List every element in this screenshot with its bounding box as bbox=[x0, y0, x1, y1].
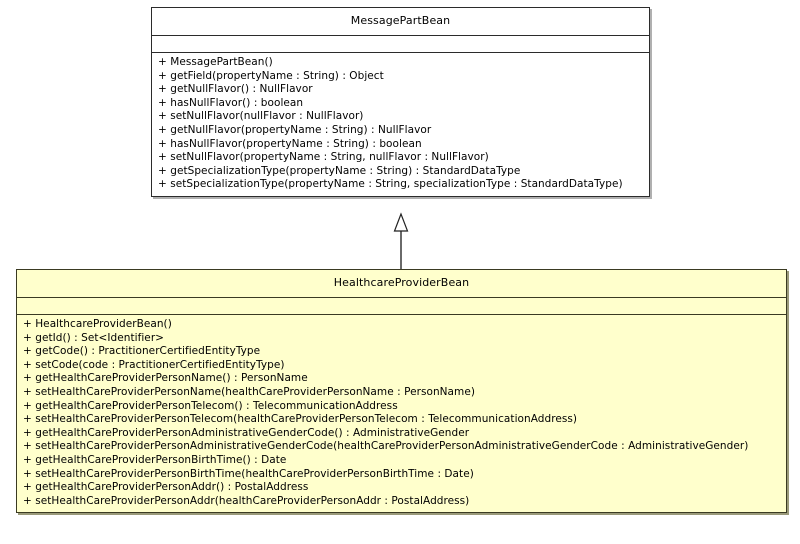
operation-row: + MessagePartBean() bbox=[158, 56, 273, 68]
operation-row: + setHealthCareProviderPersonBirthTime(h… bbox=[23, 467, 474, 480]
operation-row: + getHealthCareProviderPersonBirthTime()… bbox=[23, 453, 287, 466]
class-name-message-part-bean: MessagePartBean bbox=[350, 14, 451, 27]
operation-row: + setHealthCareProviderPersonTelecom(hea… bbox=[23, 413, 578, 426]
class-divider bbox=[17, 297, 786, 298]
operation-row: + getHealthCareProviderPersonAdministrat… bbox=[23, 426, 470, 439]
class-attributes-compartment bbox=[152, 36, 649, 52]
operation-row: + HealthcareProviderBean() bbox=[23, 318, 172, 330]
class-name-healthcare-provider-bean: HealthcareProviderBean bbox=[333, 276, 470, 289]
class-box-message-part-bean[interactable]: MessagePartBean + MessagePartBean() + ge… bbox=[151, 7, 650, 197]
class-divider bbox=[152, 52, 649, 53]
operation-row: + getHealthCareProviderPersonTelecom() :… bbox=[23, 399, 398, 412]
operation-row: + setHealthCareProviderPersonName(health… bbox=[23, 385, 475, 398]
operation-row: + getSpecializationType(propertyName : S… bbox=[158, 164, 521, 177]
operation-row: + hasNullFlavor() : boolean bbox=[158, 96, 304, 109]
operation-row: + getHealthCareProviderPersonAddr() : Po… bbox=[23, 481, 309, 494]
class-divider bbox=[152, 35, 649, 36]
operation-row: + getNullFlavor(propertyName : String) :… bbox=[158, 123, 432, 136]
operation-row: + getHealthCareProviderPersonName() : Pe… bbox=[23, 372, 308, 385]
operation-row: + getField(propertyName : String) : Obje… bbox=[158, 69, 384, 82]
generalization-hollow-triangle-icon bbox=[393, 212, 409, 232]
class-operations-compartment: + HealthcareProviderBean() + getId() : S… bbox=[17, 315, 786, 512]
operation-row: + setNullFlavor(propertyName : String, n… bbox=[158, 151, 489, 164]
operation-row: + setHealthCareProviderPersonAdministrat… bbox=[23, 440, 749, 453]
operation-row: + getId() : Set<Identifier> bbox=[23, 331, 165, 344]
operation-row: + getNullFlavor() : NullFlavor bbox=[158, 83, 313, 96]
class-operations-compartment: + MessagePartBean() + getField(propertyN… bbox=[152, 53, 649, 196]
operation-row: + setSpecializationType(propertyName : S… bbox=[158, 178, 623, 191]
operation-row: + setCode(code : PractitionerCertifiedEn… bbox=[23, 358, 285, 371]
operation-row: + getCode() : PractitionerCertifiedEntit… bbox=[23, 345, 261, 358]
operation-row: + hasNullFlavor(propertyName : String) :… bbox=[158, 137, 422, 150]
class-attributes-compartment bbox=[17, 298, 786, 314]
operation-row: + setNullFlavor(nullFlavor : NullFlavor) bbox=[158, 110, 364, 123]
class-box-healthcare-provider-bean[interactable]: HealthcareProviderBean + HealthcareProvi… bbox=[16, 269, 787, 514]
operation-row: + setHealthCareProviderPersonAddr(health… bbox=[23, 494, 470, 507]
class-divider bbox=[17, 314, 786, 315]
